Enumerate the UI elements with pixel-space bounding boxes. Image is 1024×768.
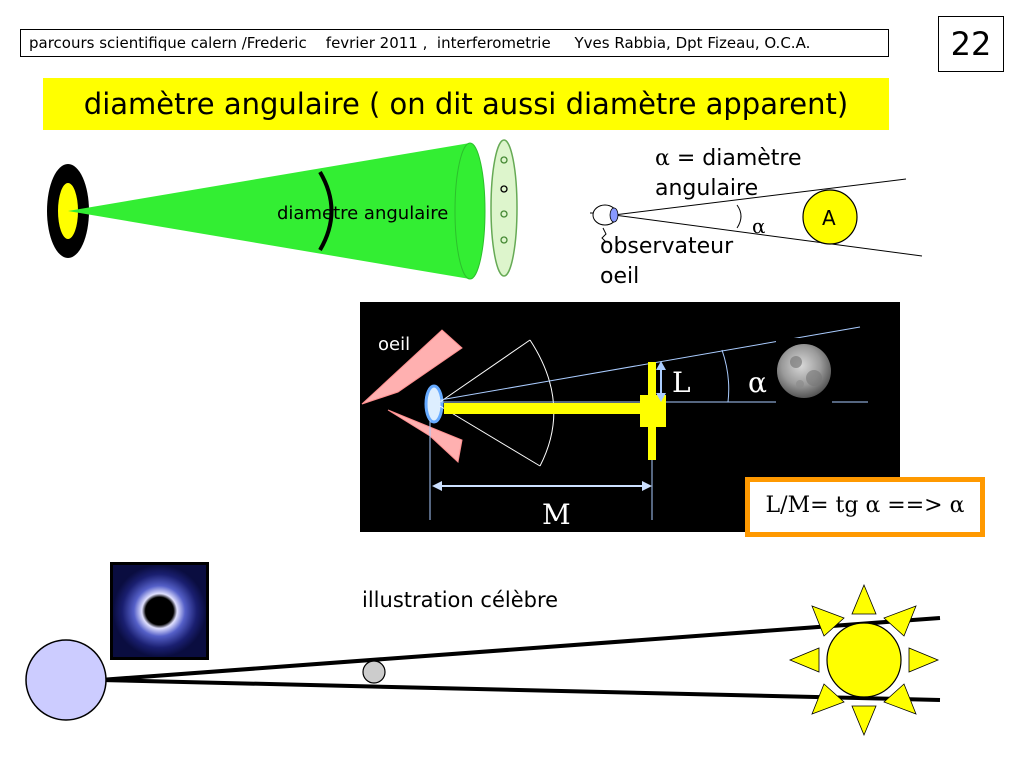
definition-line1: = diamètre [676, 146, 802, 171]
upper-eyelid [361, 329, 463, 405]
page-number: 22 [938, 16, 1004, 72]
definition-line2: angulaire [655, 176, 759, 201]
cone-shape [68, 143, 470, 279]
arrow-head [432, 481, 442, 491]
aperture-dot [500, 210, 508, 218]
ray-line [99, 616, 941, 682]
eye-label: oeil [600, 264, 640, 289]
eclipse-caption: illustration célèbre [362, 588, 559, 612]
moon-disk [362, 660, 386, 684]
distance-label: M [542, 498, 571, 531]
moon-image [777, 344, 831, 398]
measure-eye-label: oeil [378, 334, 411, 355]
aperture-dot [500, 236, 508, 244]
aperture-ellipse [490, 139, 518, 277]
slide-header: parcours scientifique calern /Frederic f… [20, 29, 889, 57]
view-cone-line [439, 405, 541, 467]
cone-diagram [47, 139, 518, 280]
view-cone-line [439, 339, 531, 403]
observer-label: observateur [600, 234, 734, 259]
ray-line [613, 214, 923, 257]
nose-mark [601, 227, 607, 243]
alpha-definition: α = diamètre [655, 146, 802, 171]
eclipse-photo [113, 565, 206, 657]
cone-angle-label: diametre angulaire [277, 203, 449, 224]
moon-crater [796, 380, 804, 388]
eye-ring [424, 384, 444, 424]
height-label: L [672, 366, 691, 399]
alpha-arc [736, 204, 742, 229]
eye-diagram [590, 178, 923, 257]
object-disk [802, 189, 858, 245]
moon-crater [790, 356, 802, 368]
arrow-head [656, 393, 666, 402]
arrow-head [642, 481, 652, 491]
ray-line [99, 678, 941, 702]
object-label: A [822, 206, 836, 230]
angle-arc [318, 170, 334, 252]
arrow-head [656, 361, 666, 370]
formula-box: L/M= tg α ==> α [745, 477, 985, 537]
moon-crater [806, 370, 822, 386]
ray-line [613, 178, 907, 216]
lower-eyelid [387, 409, 463, 463]
eclipse-diagram [25, 562, 941, 737]
earth-disk [25, 639, 107, 721]
measure-alpha-label: α [748, 366, 767, 399]
aperture-dot [500, 156, 508, 164]
eye-lens [609, 207, 619, 223]
cone-base [454, 142, 486, 280]
alpha-arc [721, 349, 730, 403]
rod-horizontal [444, 403, 654, 414]
alpha-label: α [752, 214, 766, 238]
aperture-dot [500, 185, 508, 193]
sun-icon [788, 583, 940, 737]
alpha-symbol: α [655, 146, 670, 171]
slide-title: diamètre angulaire ( on dit aussi diamèt… [43, 78, 889, 130]
